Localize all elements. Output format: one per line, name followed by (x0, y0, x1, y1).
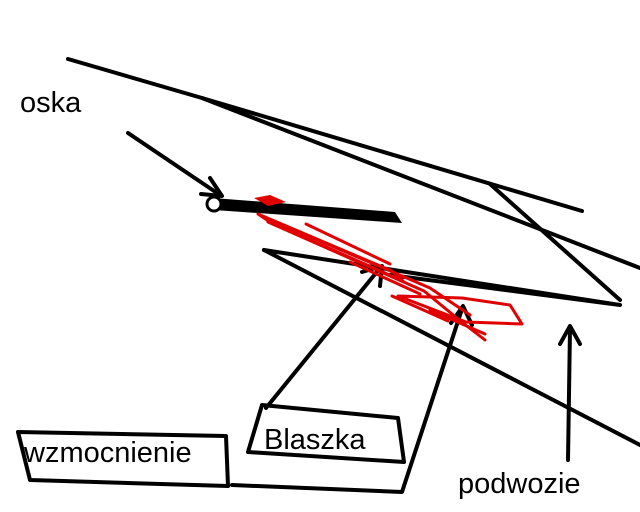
label-plate: Blaszka (264, 424, 366, 456)
chassis-outer-line (200, 96, 640, 270)
arrow-reinforcement (230, 307, 464, 494)
plate-frame (246, 403, 406, 464)
arrow-axle (126, 131, 222, 197)
arrow-chassis (566, 326, 572, 462)
reinforcement-frame (16, 430, 230, 488)
chassis-upper-line (66, 57, 584, 213)
arrow-chassis-head (558, 324, 582, 346)
label-axle: oska (20, 87, 82, 119)
chassis-inner-line (488, 182, 622, 302)
label-reinforcement: wzmocnienie (23, 437, 192, 469)
arrow-axle-head (199, 176, 224, 198)
label-chassis: podwozie (458, 468, 581, 500)
axle-icon (205, 195, 402, 223)
chassis-bottom-line (262, 248, 640, 447)
arrow-plate (264, 266, 382, 410)
plate-icon (256, 212, 524, 342)
